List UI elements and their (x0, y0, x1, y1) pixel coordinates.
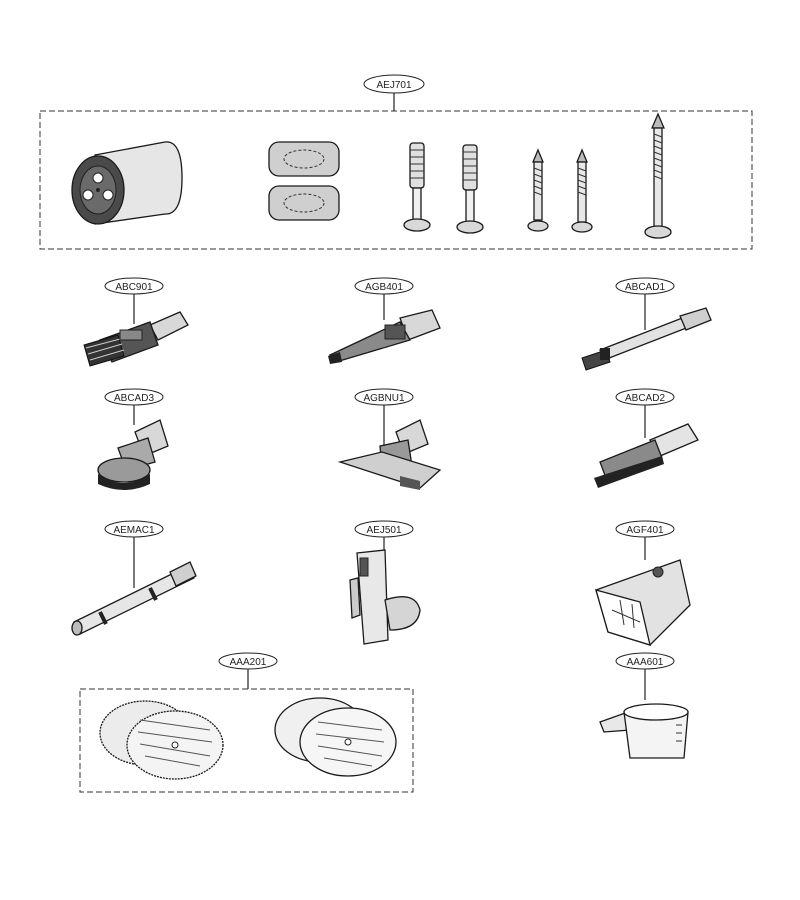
callout-abcad1[interactable]: ABCAD1 (615, 277, 675, 295)
callout-agbnu1[interactable]: AGBNU1 (354, 388, 414, 406)
kit-box-aaa201 (79, 688, 414, 793)
label-agbnu1: AGBNU1 (363, 393, 405, 404)
callout-aemac1[interactable]: AEMAC1 (104, 520, 164, 538)
part-aaa601-water-cup[interactable] (599, 703, 689, 759)
part-screw-2[interactable] (571, 148, 593, 233)
callout-aaa201[interactable]: AAA201 (218, 652, 278, 670)
callout-abcad3[interactable]: ABCAD3 (104, 388, 164, 406)
part-screw-1[interactable] (527, 148, 549, 232)
callout-agb401[interactable]: AGB401 (354, 277, 414, 295)
kit-box-aej701 (39, 110, 753, 250)
part-mop-pad-1[interactable] (99, 700, 224, 780)
label-abcad1: ABCAD1 (625, 282, 665, 293)
part-cylinder-adapter[interactable] (71, 141, 183, 225)
part-long-screw[interactable] (644, 112, 672, 239)
part-agb401-crevice-tool[interactable] (328, 309, 441, 364)
label-abcad3: ABCAD3 (114, 393, 154, 404)
part-agf401-dust-bag[interactable] (595, 559, 691, 646)
label-abc901: ABC901 (115, 282, 153, 293)
label-aemac1: AEMAC1 (113, 525, 155, 536)
callout-agf401[interactable]: AGF401 (615, 520, 675, 538)
callout-abcad2[interactable]: ABCAD2 (615, 388, 675, 406)
part-aemac1-flexible-hose[interactable] (71, 561, 197, 636)
callout-aaa601[interactable]: AAA601 (615, 652, 675, 670)
label-aaa201: AAA201 (230, 657, 267, 668)
label-aaa601: AAA601 (627, 657, 664, 668)
part-mop-pad-2[interactable] (274, 697, 397, 777)
part-pad-top[interactable] (268, 141, 340, 177)
part-pad-bottom[interactable] (268, 185, 340, 221)
part-aej501-wall-mount[interactable] (349, 549, 421, 645)
part-agbnu1-mattress-tool[interactable] (337, 419, 442, 490)
callout-abc901[interactable]: ABC901 (104, 277, 164, 295)
part-abcad1-extension-wand[interactable] (581, 307, 712, 371)
callout-aej501[interactable]: AEJ501 (354, 520, 414, 538)
label-agf401: AGF401 (626, 525, 664, 536)
part-abcad2-crevice-brush[interactable] (594, 423, 699, 488)
part-abc901-combination-tool[interactable] (83, 311, 189, 367)
label-aej501: AEJ501 (366, 525, 401, 536)
part-abcad3-dusting-brush[interactable] (97, 419, 169, 490)
callout-aej701[interactable]: AEJ701 (363, 74, 425, 94)
part-bolt-1[interactable] (403, 142, 431, 232)
part-bolt-2[interactable] (456, 144, 484, 234)
label-agb401: AGB401 (365, 282, 403, 293)
label-aej701: AEJ701 (376, 80, 411, 91)
label-abcad2: ABCAD2 (625, 393, 665, 404)
